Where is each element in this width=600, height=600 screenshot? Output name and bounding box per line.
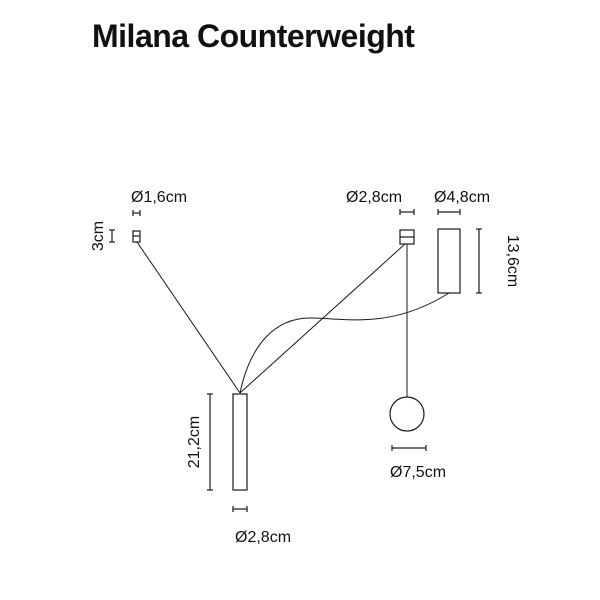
globe-diameter-label: Ø7,5cm bbox=[390, 464, 446, 481]
counterweight-height-label: 13,6cm bbox=[504, 235, 521, 287]
counterweight-diameter-dimension bbox=[437, 209, 461, 215]
tube-height-label: 21,2cm bbox=[186, 416, 203, 468]
small-canopy bbox=[132, 230, 141, 243]
tube-diameter-label: Ø2,8cm bbox=[235, 529, 291, 546]
small-canopy-height-label: 3cm bbox=[90, 221, 107, 251]
large-canopy-diameter-dimension bbox=[399, 209, 415, 215]
counterweight bbox=[437, 228, 461, 294]
counterweight-diameter-label: Ø4,8cm bbox=[434, 189, 490, 206]
tube-diameter-dimension bbox=[232, 506, 248, 512]
tube-height-dimension bbox=[207, 393, 213, 491]
large-canopy-diameter-label: Ø2,8cm bbox=[346, 189, 402, 206]
left-suspension-wire bbox=[136, 241, 241, 394]
page-title: Milana Counterweight bbox=[92, 18, 415, 54]
tube-pendant bbox=[232, 393, 248, 491]
small-canopy-height-dimension bbox=[109, 229, 115, 243]
globe-diameter-dimension bbox=[391, 445, 427, 451]
small-canopy-diameter-dimension bbox=[132, 210, 141, 216]
small-canopy-diameter-label: Ø1,6cm bbox=[131, 189, 187, 206]
large-canopy bbox=[399, 229, 415, 245]
counterweight-height-dimension bbox=[476, 228, 482, 294]
counterweight-cable bbox=[239, 292, 450, 394]
globe-pendant bbox=[389, 396, 425, 432]
